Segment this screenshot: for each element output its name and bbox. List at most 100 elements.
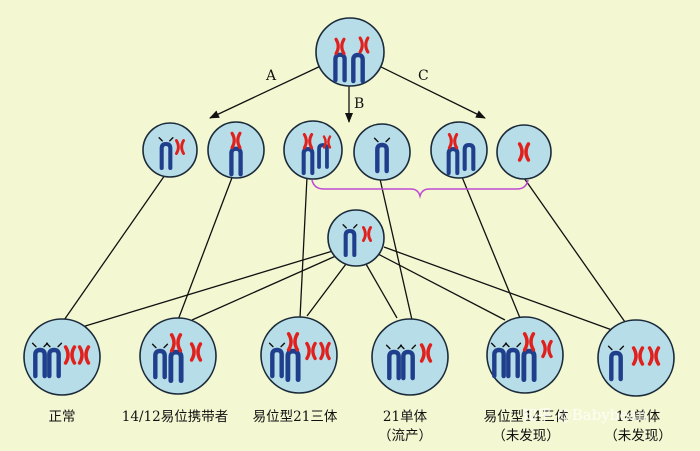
chromosome-14 <box>159 141 173 171</box>
offspring-label-trisomy21: 易位型21三体 <box>253 409 338 425</box>
arrow-c <box>374 63 486 119</box>
chromosome-21 <box>447 133 459 150</box>
partner-normal-cell <box>327 209 385 267</box>
chromosome-21 <box>174 139 186 155</box>
offspring-carrier-cell <box>139 317 217 395</box>
offspring-trisomy14-cell <box>486 316 564 394</box>
satellite-mark <box>373 137 391 143</box>
offspring-label-trisomy14: 易位型14三体 <box>484 409 569 425</box>
offspring-labels: 正常 14/12易位携带者 易位型21三体 21单体 （流产） 易位型14三体 … <box>49 409 672 444</box>
satellite-mark <box>268 342 286 348</box>
chromosome-14 <box>521 348 537 383</box>
cell-membrane <box>496 124 552 180</box>
chromosome-14 <box>387 349 401 381</box>
gamete-a1 <box>142 122 198 178</box>
satellite-mark <box>45 342 63 348</box>
cells-layer <box>23 17 675 397</box>
gamete-c2 <box>496 124 552 180</box>
satellite-mark <box>342 224 358 229</box>
partner-to-offspring-line <box>377 253 506 321</box>
gamete-a2 <box>207 121 265 179</box>
chromosome-21 <box>286 332 300 352</box>
gamete-to-offspring-line <box>299 176 308 319</box>
chromosome-21 <box>419 343 433 363</box>
chromosome-21 <box>361 226 373 242</box>
gamete-to-offspring-line <box>461 176 521 319</box>
chromosome-21 <box>631 346 645 366</box>
chromosome-14 <box>229 146 243 177</box>
connector-lines <box>61 174 626 331</box>
partner-to-offspring-line <box>365 263 398 319</box>
chromosome-21 <box>77 345 91 365</box>
satellite-mark <box>151 343 169 349</box>
satellite-mark <box>158 137 174 142</box>
pathway-label-b: B <box>354 96 364 112</box>
chromosome-14 <box>506 347 520 379</box>
chromosome-14 <box>375 142 389 174</box>
chromosome-21 <box>322 135 332 149</box>
chromosome-14 <box>153 348 167 380</box>
chromosome-21 <box>541 339 553 359</box>
pathway-arrows <box>209 63 486 123</box>
pathway-label-a: A <box>265 68 277 84</box>
cell-membrane <box>371 318 449 396</box>
chromosome-21 <box>305 341 317 361</box>
chromosome-14 <box>492 347 506 379</box>
chromosome-14 <box>401 349 415 381</box>
chromosome-21 <box>319 341 331 361</box>
offspring-label-normal: 正常 <box>49 409 76 425</box>
chromosome-14 <box>333 52 347 83</box>
chromosome-21 <box>358 36 370 54</box>
chromosome-14 <box>317 143 329 169</box>
chromosome-14 <box>285 348 301 383</box>
chromosome-14 <box>168 349 184 384</box>
satellite-mark <box>607 345 625 351</box>
chromosome-21 <box>63 345 77 365</box>
watermark: 知乎 @Babybean <box>522 406 647 424</box>
gamete-to-offspring-line <box>177 174 234 321</box>
gamete-c1 <box>430 121 488 179</box>
cell-membrane <box>353 123 411 181</box>
offspring-label-monosomy14: 14单体 <box>616 409 661 425</box>
cell-membrane <box>315 17 385 87</box>
offspring-normal-cell <box>23 318 101 396</box>
offspring-label-trisomy14-note: （未发现） <box>492 428 560 444</box>
pathway-label-c: C <box>418 68 429 84</box>
offspring-label-monosomy21-note: （流产） <box>378 428 432 444</box>
offspring-label-monosomy21: 21单体 <box>383 409 428 425</box>
satellite-mark <box>399 344 417 350</box>
gamete-to-offspring-line <box>379 178 413 321</box>
chromosome-14 <box>446 146 460 176</box>
chromosome-21 <box>334 37 346 56</box>
offspring-label-carrier: 14/12易位携带者 <box>122 409 228 425</box>
gamete-b2 <box>353 123 411 181</box>
partner-to-offspring-line <box>306 263 347 317</box>
chromosome-21 <box>302 133 314 150</box>
gamete-b1 <box>283 120 343 180</box>
satellite-mark <box>504 342 522 348</box>
chromosome-14 <box>270 347 284 379</box>
parent-carrier-cell <box>315 17 385 87</box>
chromosome-14 <box>301 146 315 176</box>
chromosome-14 <box>351 52 365 84</box>
chromosome-21 <box>647 346 661 366</box>
chromosome-14 <box>47 347 61 379</box>
chromosome-14 <box>343 228 357 258</box>
chromosome-21 <box>169 333 183 353</box>
chromosome-14 <box>33 347 47 379</box>
cell-membrane <box>139 317 217 395</box>
chromosome-21 <box>522 332 536 352</box>
chromosome-21 <box>230 131 242 150</box>
gamete-to-offspring-line <box>523 177 626 323</box>
partner-to-offspring-line <box>383 246 613 331</box>
offspring-monosomy21-cell <box>371 318 449 396</box>
chromosome-14 <box>609 350 623 382</box>
chromosome-21 <box>517 142 531 162</box>
offspring-trisomy21-cell <box>260 316 338 394</box>
partner-to-offspring-line <box>81 249 337 328</box>
offspring-monosomy14-cell <box>597 319 675 397</box>
gamete-to-offspring-line <box>61 174 166 324</box>
chromosome-21 <box>189 342 203 362</box>
